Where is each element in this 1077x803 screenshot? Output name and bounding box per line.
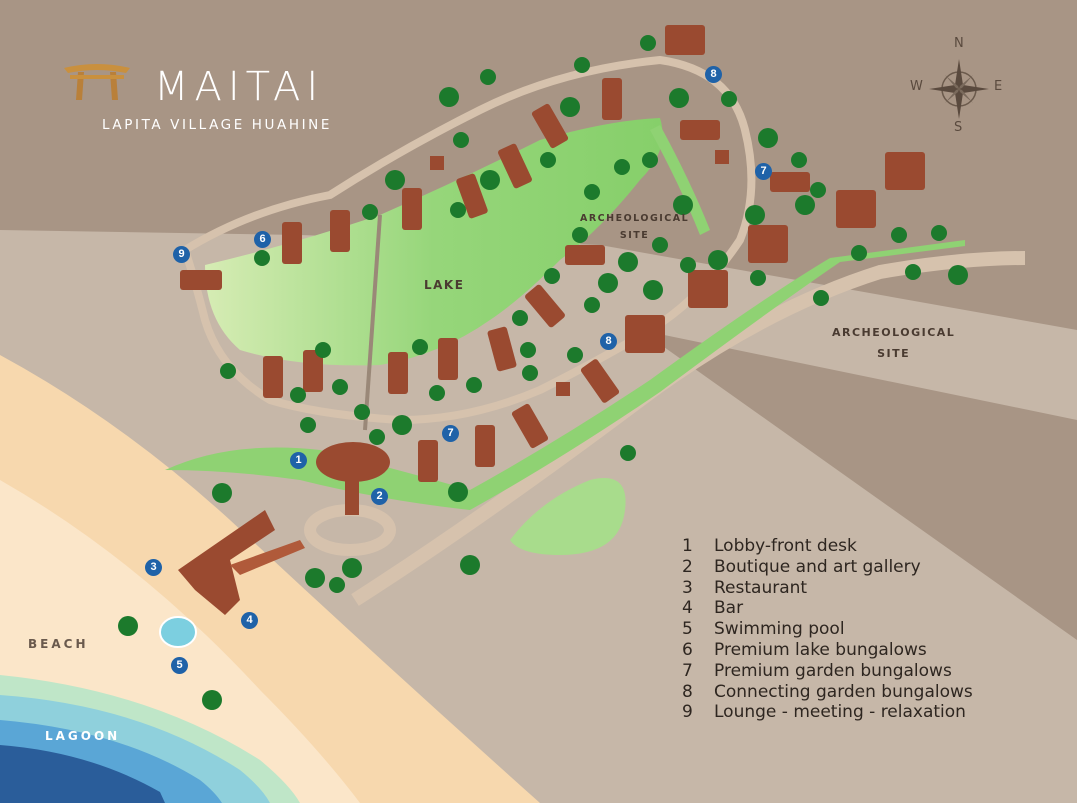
archeological-site-label-1: ARCHEOLOGICAL SITE bbox=[580, 213, 690, 241]
palm-trees bbox=[118, 35, 968, 710]
lagoon-deep bbox=[0, 745, 165, 803]
bungalows bbox=[180, 25, 925, 482]
marker-restaurant[interactable]: 3 bbox=[145, 559, 162, 576]
beach-label: BEACH bbox=[28, 637, 89, 651]
marker-garden-bungalows-2[interactable]: 7 bbox=[442, 425, 459, 442]
gate-logo-icon bbox=[64, 64, 130, 100]
restaurant-building bbox=[178, 510, 275, 615]
marker-connecting-bungalows-1[interactable]: 8 bbox=[705, 66, 722, 83]
swimming-pool bbox=[159, 616, 197, 648]
compass-e: E bbox=[994, 79, 1003, 94]
garden-strip bbox=[165, 240, 965, 510]
compass-n: N bbox=[954, 36, 964, 51]
boutique-building bbox=[345, 470, 359, 515]
lagoon-label: LAGOON bbox=[45, 729, 121, 743]
marker-garden-bungalows-1[interactable]: 7 bbox=[755, 163, 772, 180]
brand-name: MAITAI bbox=[154, 64, 325, 110]
brand-block: MAITAI LAPITA VILLAGE HUAHINE bbox=[62, 62, 329, 133]
marker-lounge[interactable]: 9 bbox=[173, 246, 190, 263]
marker-lobby[interactable]: 1 bbox=[290, 452, 307, 469]
lake-area bbox=[205, 118, 663, 366]
marker-bar[interactable]: 4 bbox=[241, 612, 258, 629]
brand-subtitle: LAPITA VILLAGE HUAHINE bbox=[102, 117, 332, 133]
marker-connecting-bungalows-2[interactable]: 8 bbox=[600, 333, 617, 350]
marker-lake-bungalows[interactable]: 6 bbox=[254, 231, 271, 248]
marker-pool[interactable]: 5 bbox=[171, 657, 188, 674]
lake-label: LAKE bbox=[424, 278, 465, 292]
boardwalk bbox=[363, 214, 382, 431]
compass-s: S bbox=[954, 120, 963, 135]
lobby-building bbox=[316, 442, 390, 482]
compass-rose-icon bbox=[929, 59, 989, 119]
archeological-site-label-2: ARCHEOLOGICAL SITE bbox=[832, 326, 956, 360]
garden-pond bbox=[510, 478, 626, 555]
archeo-strip bbox=[650, 125, 710, 235]
hill-area bbox=[640, 330, 1077, 640]
compass-w: W bbox=[910, 79, 923, 94]
marker-boutique[interactable]: 2 bbox=[371, 488, 388, 505]
bar-building bbox=[230, 540, 305, 575]
